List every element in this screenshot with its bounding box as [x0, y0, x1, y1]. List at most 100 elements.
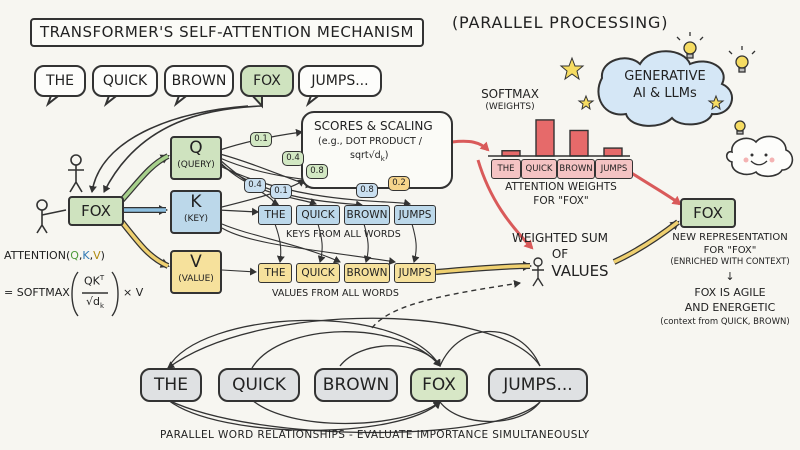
ai-cloud-icon: [597, 50, 733, 127]
softmax-caption-line2: FOR "FOX": [533, 195, 589, 207]
happy-cloud-icon: [725, 135, 794, 178]
score-detail-close: ): [384, 150, 389, 161]
softmax-to-sum-arrow: [476, 159, 534, 250]
softmax-bar: [569, 129, 589, 157]
keys-caption: KEYS FROM ALL WORDS: [286, 229, 401, 240]
key-value-links: [221, 223, 420, 276]
formula-suffix: × V: [123, 286, 144, 299]
star-icon: [559, 56, 585, 81]
output-line5: AND ENERGETIC: [684, 301, 776, 314]
formula-numerator-text: QK: [84, 274, 100, 288]
formula-prefix: = SOFTMAX: [4, 286, 70, 299]
page-subtitle: (PARALLEL PROCESSING): [452, 13, 669, 32]
score-weight-chip: 0.2: [388, 176, 410, 191]
value-chip-jumps: JUMPS: [394, 263, 436, 283]
attention-formula-label: ATTENTION(Q,K,V): [4, 249, 105, 262]
value-box: V (VALUE): [170, 250, 222, 294]
bottom-word-brown: BROWN: [314, 368, 398, 402]
output-line4: FOX IS AGILE: [694, 286, 766, 299]
cloud-line1: GENERATIVE: [624, 69, 706, 84]
score-detail-line1: (e.g., DOT PRODUCT /: [318, 136, 423, 147]
values-to-sum-arrow: [435, 261, 532, 275]
input-word-fox: FOX: [240, 65, 294, 97]
score-detail-sqrt: sqrt√d: [350, 150, 381, 161]
formula-denominator-text: √d: [86, 295, 100, 308]
softmax-caption-line1: ATTENTION WEIGHTS: [505, 181, 617, 193]
softmax-word-the: THE: [491, 159, 521, 179]
input-word-brown: BROWN: [164, 65, 234, 97]
score-to-softmax-arrow: [451, 139, 490, 152]
key-letter: K: [190, 192, 202, 212]
formula-fraction: [71, 271, 119, 317]
score-weight-chip: 0.4: [244, 178, 266, 193]
input-word-the: THE: [34, 65, 86, 97]
softmax-bar: [501, 150, 521, 157]
weighted-sum-line3: VALUES: [551, 262, 609, 280]
sum-to-output-arrow: [612, 219, 680, 265]
dashed-connector: [371, 279, 521, 329]
input-word-quick: QUICK: [92, 65, 158, 97]
lightbulb-icon: [728, 46, 756, 73]
score-weight-chip: 0.4: [282, 151, 304, 166]
formula-q: Q: [70, 249, 79, 262]
bottom-word-the: THE: [140, 368, 202, 402]
key-chip-jumps: JUMPS: [394, 205, 436, 225]
input-word-jumps: JUMPS...: [298, 65, 382, 97]
stick-figure-icon: [68, 154, 84, 193]
formula-sup: T: [99, 274, 105, 282]
cloud-line2: AI & LLMs: [633, 86, 697, 101]
key-chip-the: THE: [258, 205, 292, 225]
softmax-word-brown: BROWN: [557, 159, 595, 179]
value-chip-quick: QUICK: [296, 263, 340, 283]
softmax-bars: [501, 119, 623, 157]
output-line3: (ENRICHED WITH CONTEXT): [670, 257, 790, 267]
output-down-arrow: ↓: [725, 270, 735, 283]
softmax-label: SOFTMAX: [481, 87, 539, 101]
output-line2: FOR "FOX": [703, 245, 757, 256]
key-chip-quick: QUICK: [296, 205, 340, 225]
value-chip-brown: BROWN: [344, 263, 390, 283]
sum-figure-icon: [532, 257, 544, 287]
bottom-word-quick: QUICK: [218, 368, 300, 402]
qkv-arrows: [119, 153, 170, 269]
score-heading: SCORES & SCALING: [314, 119, 433, 133]
softmax-to-output-arrow: [629, 170, 682, 206]
relationship-arcs: [167, 317, 541, 434]
formula-close: ): [100, 249, 105, 262]
star-icon: [707, 94, 725, 111]
value-label: (VALUE): [178, 274, 214, 284]
output-line6: (context from QUICK, BROWN): [660, 317, 790, 327]
formula-numerator: QKT: [84, 274, 105, 288]
softmax-word-jumps: JUMPS: [595, 159, 633, 179]
query-box: Q (QUERY): [170, 136, 222, 180]
softmax-sublabel: (WEIGHTS): [485, 102, 535, 112]
page-title: TRANSFORMER'S SELF-ATTENTION MECHANISM: [30, 18, 424, 47]
query-letter: Q: [189, 138, 203, 158]
query-label: (QUERY): [177, 160, 215, 170]
key-chip-brown: BROWN: [344, 205, 390, 225]
bottom-caption: PARALLEL WORD RELATIONSHIPS - EVALUATE I…: [160, 429, 590, 441]
score-detail-sub: k: [380, 154, 385, 163]
formula-label: ATTENTION(: [4, 249, 71, 262]
softmax-bar: [603, 147, 623, 157]
bottom-word-fox: FOX: [410, 368, 468, 402]
key-label: (KEY): [183, 214, 209, 224]
formula-den-sub: k: [100, 302, 105, 311]
formula-denominator: √dk: [86, 295, 105, 311]
score-weight-chip: 0.8: [306, 164, 328, 179]
output-line1: NEW REPRESENTATION: [672, 232, 788, 243]
values-caption: VALUES FROM ALL WORDS: [272, 288, 399, 299]
star-icon: [577, 94, 595, 111]
weighted-sum-line2: OF: [551, 247, 569, 261]
focus-word-box: FOX: [68, 196, 124, 226]
value-chip-the: THE: [258, 263, 292, 283]
bottom-word-jumps: JUMPS...: [488, 368, 588, 402]
key-box: K (KEY): [170, 190, 222, 234]
output-word-box: FOX: [680, 198, 736, 228]
input-arrows: [88, 105, 263, 193]
score-weight-chip: 0.8: [356, 183, 378, 198]
pointing-figure-icon: [36, 199, 67, 234]
lightbulb-icon: [734, 120, 746, 135]
